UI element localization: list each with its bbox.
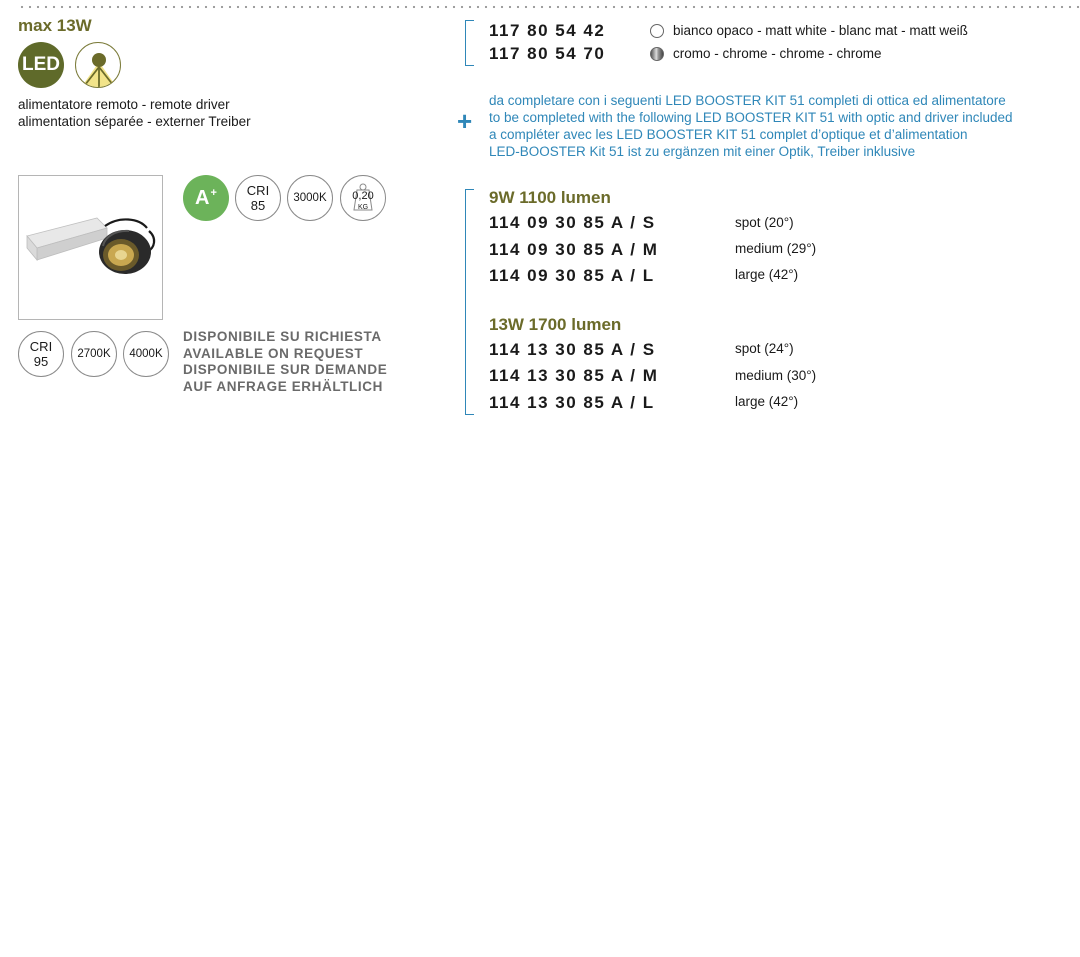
driver-text-line: alimentatore remoto - remote driver [18,97,230,112]
weight-badge: 0,20 KG [340,175,386,221]
product-image [18,175,163,320]
color-temp-3000k-badge: 3000K [287,175,333,221]
finish-code: 117 80 54 42 [489,21,606,40]
finish-chrome: cromo - chrome - chrome - chrome [650,46,882,61]
finish-label: cromo - chrome - chrome - chrome [673,46,882,61]
finish-code: 117 80 54 70 [489,44,606,63]
kit-beam: spot (24°) [735,341,794,356]
driver-description: alimentatore remoto - remote driver alim… [18,96,251,130]
led-badge: LED [18,42,64,88]
weight-icon [353,183,373,211]
light-beam-icon [75,42,121,88]
complete-note-line: a compléter avec les LED BOOSTER KIT 51 … [489,127,968,142]
kit-bracket [465,189,474,415]
color-temp-4000k-badge: 4000K [123,331,169,377]
kit-group-title: 9W 1100 lumen [489,188,611,207]
energy-class-badge: A+ [183,175,229,221]
complete-note-line: LED-BOOSTER Kit 51 ist zu ergänzen mit e… [489,144,916,159]
kit-beam: large (42°) [735,394,799,409]
availability-line: AVAILABLE ON REQUEST [183,345,364,361]
cri-label: CRI [29,339,53,354]
kit-code: 114 09 30 85 A / L [489,266,655,285]
finish-white: bianco opaco - matt white - blanc mat - … [650,23,968,38]
energy-class-letter: A [195,186,210,209]
availability-note: DISPONIBILE SU RICHIESTA AVAILABLE ON RE… [183,329,387,395]
weight-value: 0,20 [352,189,374,202]
finish-label: bianco opaco - matt white - blanc mat - … [673,23,968,38]
finish-bracket [465,20,474,66]
complete-note-line: to be completed with the following LED B… [489,110,1013,125]
swatch-white-icon [650,23,664,38]
swatch-chrome-icon [650,46,664,61]
cri-value: 95 [33,354,49,369]
plus-icon: + [457,106,473,136]
cri-label: CRI [246,183,270,198]
weight-unit: KG [357,203,369,211]
availability-line: AUF ANFRAGE ERHÄLTLICH [183,378,383,394]
availability-line: DISPONIBILE SU RICHIESTA [183,329,382,344]
kit-code: 114 09 30 85 A / S [489,213,656,232]
kit-beam: medium (30°) [735,368,817,383]
cri-95-badge: CRI 95 [18,331,64,377]
kit-beam: spot (20°) [735,215,794,230]
kit-code: 114 13 30 85 A / S [489,340,656,359]
kit-code: 114 09 30 85 A / M [489,240,659,259]
availability-line: DISPONIBILE SUR DEMANDE [183,362,388,377]
kit-code: 114 13 30 85 A / M [489,366,659,385]
kit-code: 114 13 30 85 A / L [489,393,655,412]
kit-beam: large (42°) [735,267,799,282]
kit-group-title: 13W 1700 lumen [489,315,622,334]
complete-note-line: da completare con i seguenti LED BOOSTER… [489,93,1006,108]
kit-beam: medium (29°) [735,241,817,256]
energy-class-plus: + [210,187,217,199]
driver-text-line: alimentation séparée - externer Treiber [18,114,251,129]
cri-85-badge: CRI 85 [235,175,281,221]
max-power-label: max 13W [18,16,92,35]
cri-value: 85 [250,198,266,213]
color-temp-2700k-badge: 2700K [71,331,117,377]
dotted-separator [18,5,1080,9]
complete-with-note: da completare con i seguenti LED BOOSTER… [489,92,1013,160]
